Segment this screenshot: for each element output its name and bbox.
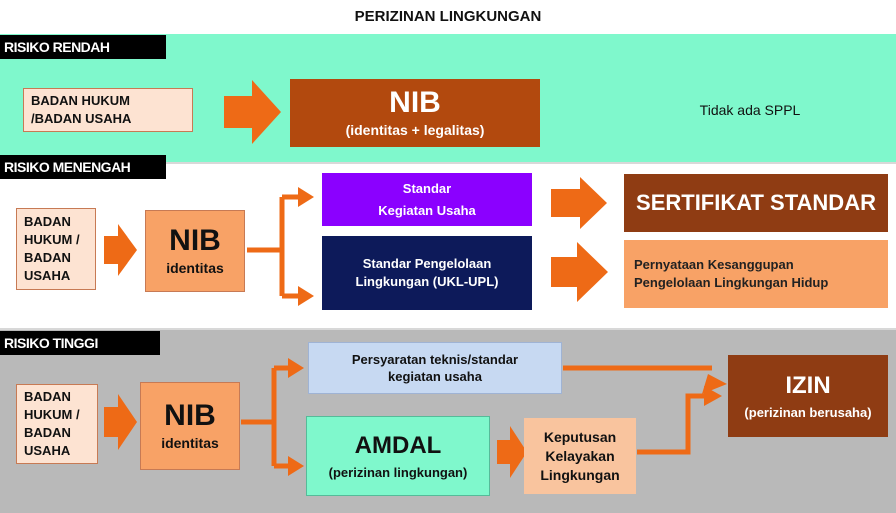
nib-subtitle: identitas [166,260,224,276]
fork-mid [247,194,300,299]
entity-box-high: BADAN HUKUM / BADAN USAHA [16,384,98,464]
entity-box-low: BADAN HUKUM /BADAN USAHA [23,88,193,132]
box-line: Pengelolaan Lingkungan Hidup [634,275,829,290]
amdal-box: AMDAL (perizinan lingkungan) [306,416,490,496]
nib-title: NIB [164,399,216,432]
entity-line: BADAN [24,389,71,404]
arrow-high-2 [497,426,527,478]
head-mid-bottom [298,286,314,306]
izin-box: IZIN (perizinan berusaha) [728,355,888,437]
nib-title: NIB [389,86,441,119]
entity-line: BADAN [24,214,71,229]
nib-subtitle: identitas [161,435,219,451]
box-line: kegiatan usaha [388,369,482,384]
entity-line: USAHA [24,268,71,283]
box-line: Persyaratan teknis/standar [351,352,519,367]
box-line: Kelayakan [545,447,615,464]
keputusan-kelayakan-box: Keputusan Kelayakan Lingkungan [524,418,636,494]
head-high-bottom [288,456,304,476]
nib-title: NIB [169,224,221,257]
persyaratan-teknis-box: Persyaratan teknis/standar kegiatan usah… [308,342,562,394]
box-line: Standar Pengelolaan [362,256,492,271]
label-risiko-menengah: RISIKO MENENGAH [0,155,166,179]
fork-high [241,365,290,469]
nib-box-low: NIB (identitas + legalitas) [290,79,540,147]
entity-line: HUKUM / [24,407,80,422]
amdal-title: AMDAL [354,432,442,459]
entity-line: BADAN HUKUM [31,93,130,108]
entity-line: USAHA [24,443,71,458]
nib-box-mid: NIB identitas [145,210,245,292]
box-line: Kegiatan Usaha [378,202,476,218]
standar-ukl-upl-box: Standar Pengelolaan Lingkungan (UKL-UPL) [322,236,532,310]
entity-box-mid: BADAN HUKUM / BADAN USAHA [16,208,96,290]
pernyataan-box: Pernyataan Kesanggupan Pengelolaan Lingk… [624,240,888,308]
arrow-low-1 [224,80,281,144]
entity-line: /BADAN USAHA [31,111,132,126]
arrow-high-1 [104,394,137,450]
izin-subtitle: (perizinan berusaha) [744,405,872,420]
box-line: Standar [402,180,452,196]
label-risiko-tinggi: RISIKO TINGGI [0,331,160,355]
izin-title: IZIN [785,372,831,399]
entity-line: BADAN [24,425,71,440]
head-mid-top [298,187,314,207]
line-kkl-izin [637,393,706,455]
head-kkl-izin [704,386,722,406]
box-line: Pernyataan Kesanggupan [634,257,794,272]
arrow-mid-1 [104,224,137,276]
label-risiko-rendah: RISIKO RENDAH [0,35,166,59]
standar-kegiatan-box: Standar Kegiatan Usaha [322,173,532,226]
page-title: PERIZINAN LINGKUNGAN [354,8,542,25]
arrow-mid-3 [551,242,608,302]
head-high-top [288,358,304,378]
entity-line: BADAN [24,250,71,265]
box-line: Lingkungan (UKL-UPL) [355,274,499,289]
nib-box-high: NIB identitas [140,382,240,470]
note-no-sppl: Tidak ada SPPL [699,102,801,118]
box-line: Lingkungan [540,466,620,483]
nib-subtitle: (identitas + legalitas) [345,122,485,138]
amdal-subtitle: (perizinan lingkungan) [328,465,468,480]
box-line: Keputusan [543,428,617,445]
sertifikat-standar-box: SERTIFIKAT STANDAR [624,174,888,232]
arrow-mid-2 [551,177,607,229]
entity-line: HUKUM / [24,232,80,247]
